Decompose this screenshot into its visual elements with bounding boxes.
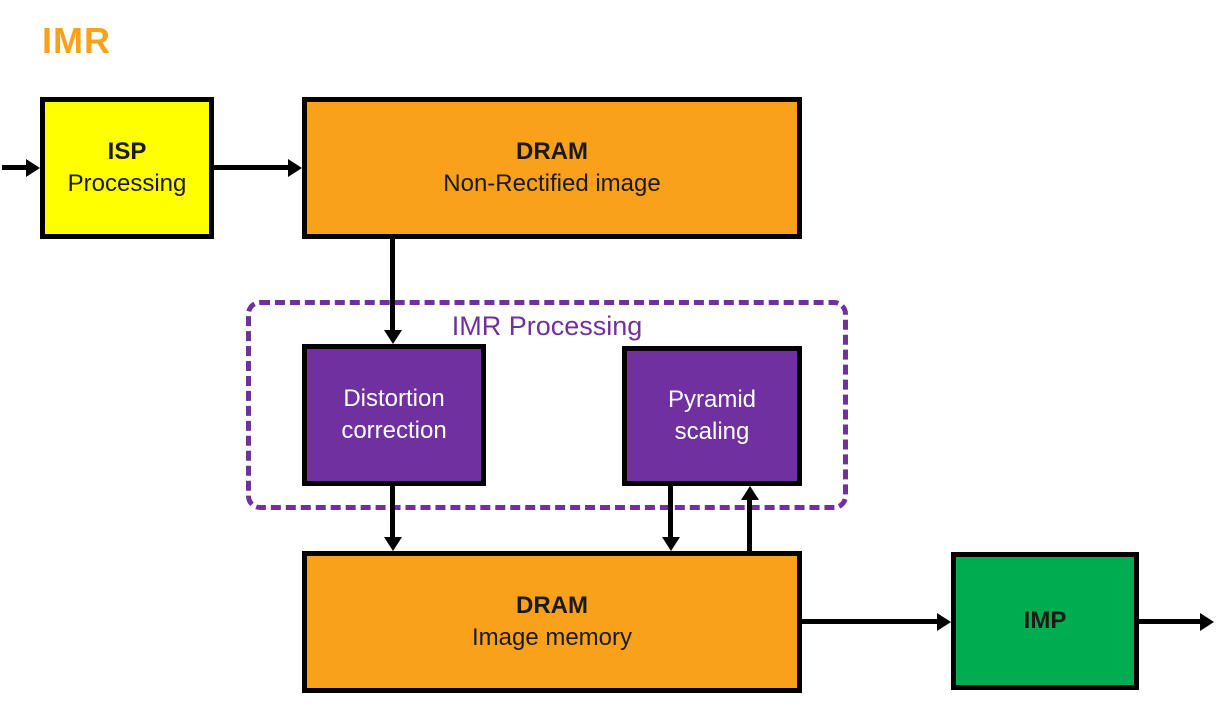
imp-block: IMP (951, 552, 1139, 690)
pyramid-scaling-block: Pyramid scaling (622, 346, 802, 486)
arrow-line (747, 499, 752, 551)
pyramid-scaling-line1: Pyramid (667, 386, 757, 413)
isp-block-title: ISP (107, 138, 147, 165)
imp-block-title: IMP (1023, 607, 1067, 634)
arrowhead-right-icon (1200, 613, 1214, 631)
arrowhead-up-icon (741, 486, 759, 500)
arrowhead-down-icon (662, 537, 680, 551)
distortion-correction-block: Distortion correction (302, 344, 486, 486)
arrowhead-down-icon (384, 330, 402, 344)
dram-image-memory-subtitle: Image memory (471, 624, 633, 651)
arrowhead-right-icon (288, 159, 302, 177)
arrowhead-right-icon (937, 613, 951, 631)
imr-processing-group-label: IMR Processing (451, 311, 643, 341)
page-title: IMR (42, 20, 111, 61)
arrowhead-down-icon (384, 537, 402, 551)
arrow-line (2, 165, 28, 170)
dram-nonrectified-block: DRAM Non-Rectified image (302, 97, 802, 239)
arrow-line (802, 619, 938, 624)
arrow-line (668, 486, 673, 538)
arrow-line (390, 239, 395, 331)
arrow-line (214, 165, 290, 170)
dram-image-memory-block: DRAM Image memory (302, 551, 802, 693)
distortion-correction-line1: Distortion (343, 385, 445, 412)
dram-image-memory-title: DRAM (516, 592, 588, 619)
imr-processing-group-outline (246, 300, 848, 510)
arrow-line (390, 486, 395, 538)
arrowhead-right-icon (26, 159, 40, 177)
dram-nonrectified-title: DRAM (516, 138, 588, 165)
isp-block-subtitle: Processing (67, 170, 187, 197)
distortion-correction-line2: correction (341, 417, 447, 444)
dram-nonrectified-subtitle: Non-Rectified image (443, 170, 661, 197)
isp-block: ISP Processing (40, 97, 214, 239)
arrow-line (1139, 619, 1201, 624)
pyramid-scaling-line2: scaling (674, 418, 750, 445)
